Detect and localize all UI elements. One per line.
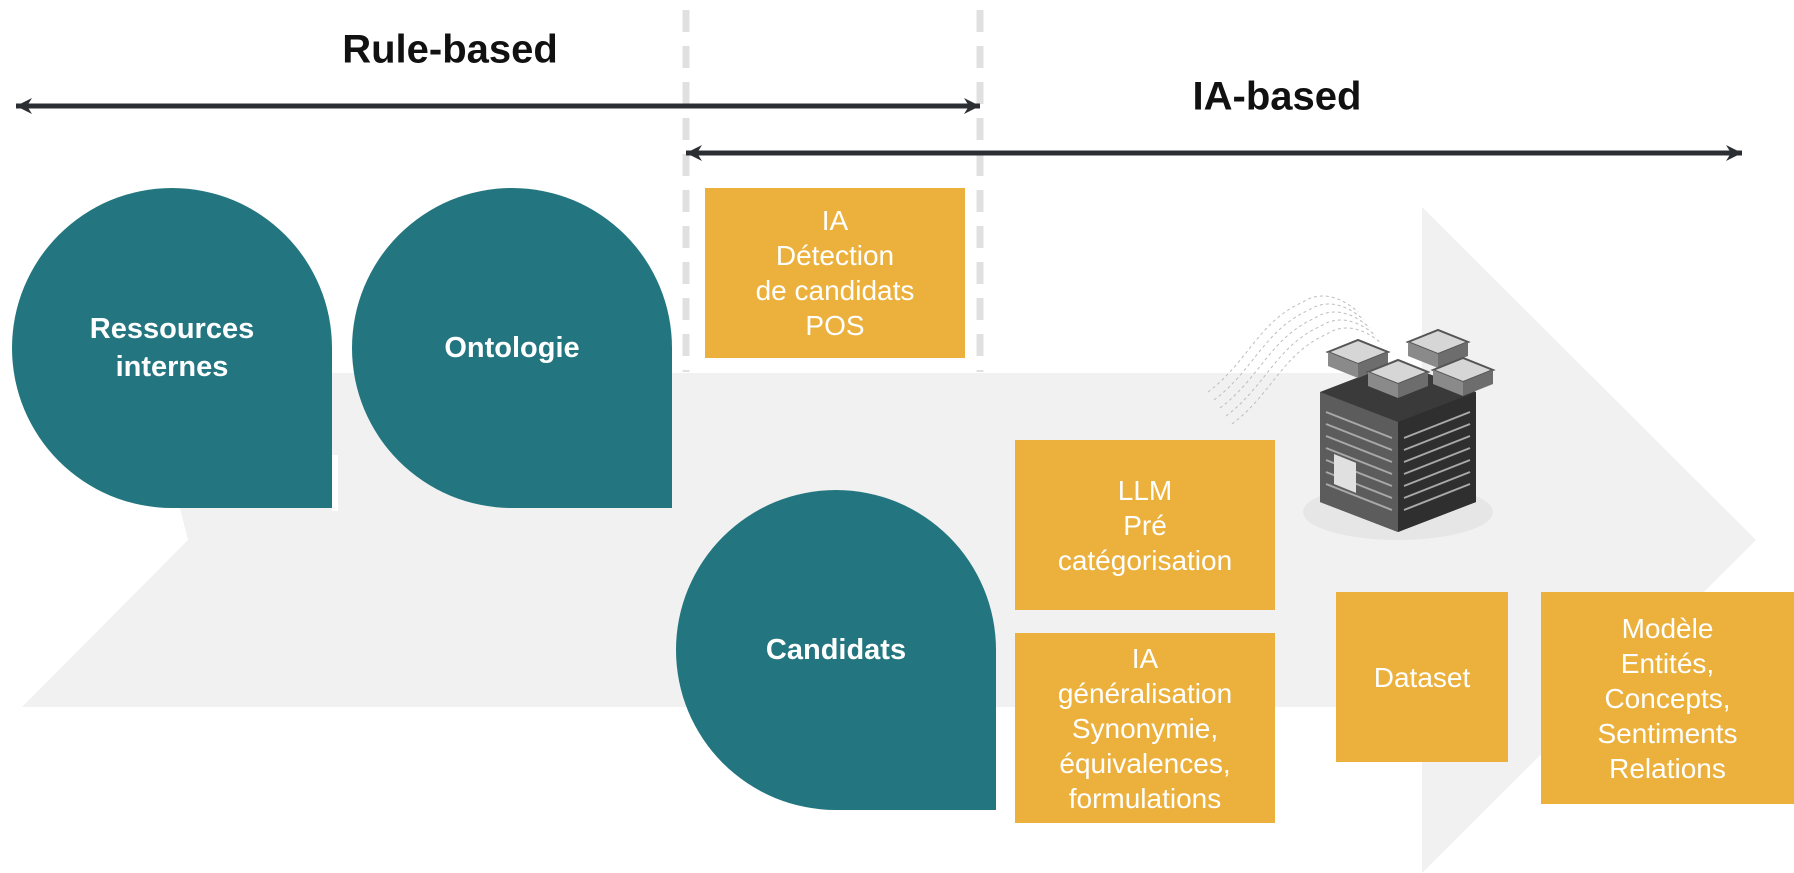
- box-modele-line-5: Relations: [1609, 752, 1726, 784]
- bubble-label-ontologie: Ontologie: [444, 332, 580, 364]
- bubble-ontologie: [352, 188, 672, 508]
- ia-based-heading: IA-based: [1192, 74, 1362, 119]
- box-modele-line-3: Concepts,: [1604, 682, 1731, 714]
- box-generalisation-line-3: Synonymie,: [1071, 712, 1219, 744]
- server-rack-icon: [1208, 295, 1496, 540]
- box-modele-line-1: Modèle: [1621, 612, 1714, 644]
- box-dataset: Dataset: [1336, 592, 1508, 762]
- bubble-label-ressources: Ressources internes: [90, 310, 254, 386]
- box-llm-line-1: LLM: [1117, 474, 1173, 506]
- box-dataset-line-1: Dataset: [1373, 661, 1471, 693]
- box-llm-line-3: catégorisation: [1057, 544, 1233, 576]
- box-generalisation-line-2: généralisation: [1057, 677, 1233, 709]
- bubble-label-ressources-line-2: internes: [115, 351, 229, 383]
- box-detection-line-2: Détection: [775, 240, 895, 271]
- bubble-candidats: [676, 490, 996, 810]
- rule-based-heading: Rule-based: [342, 27, 558, 72]
- box-generalisation-line-1: IA: [1131, 642, 1159, 674]
- box-detection-candidats: IA Détection de candidats POS: [705, 188, 965, 358]
- box-detection-line-1: IA: [821, 205, 849, 236]
- bubble-label-candidats: Candidats: [765, 634, 907, 666]
- bubble-label-ressources-line-1: Ressources: [89, 313, 255, 345]
- box-llm-pre-categorisation: LLM Pré catégorisation: [1015, 440, 1275, 610]
- box-modele: Modèle Entités, Concepts, Sentiments Rel…: [1541, 592, 1794, 804]
- box-llm-line-2: Pré: [1123, 509, 1167, 541]
- box-detection-line-3: de candidats: [755, 275, 915, 306]
- box-ia-generalisation: IA généralisation Synonymie, équivalence…: [1015, 633, 1275, 823]
- box-modele-line-4: Sentiments: [1597, 717, 1738, 749]
- bubble-tails: [286, 460, 332, 462]
- box-modele-line-2: Entités,: [1620, 647, 1715, 679]
- box-generalisation-line-4: équivalences,: [1059, 747, 1231, 779]
- box-generalisation-line-5: formulations: [1068, 782, 1222, 814]
- bubble-ressources-internes: [12, 188, 338, 511]
- box-detection-line-4: POS: [805, 310, 865, 341]
